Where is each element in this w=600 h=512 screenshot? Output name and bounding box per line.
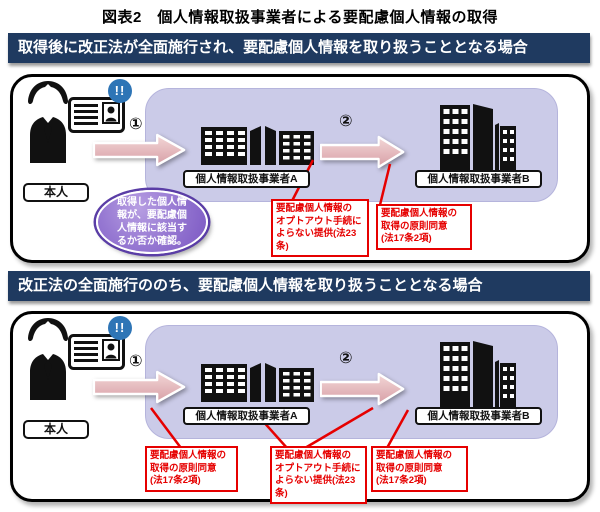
leader-line [150, 407, 182, 449]
alert-badge: !! [108, 316, 132, 340]
legal-note-optout: 要配慮個人情報の オプトアウト手続に よらない提供(法23 条) [270, 446, 367, 505]
transfer-arrow-2-icon [320, 372, 405, 406]
id-card-icon [68, 97, 125, 133]
transfer-arrow-1-icon [93, 133, 186, 167]
step-1-marker: ① [129, 353, 143, 370]
buildings-a-icon [201, 363, 314, 402]
buildings-b-icon [440, 341, 516, 409]
step-2-marker: ② [339, 350, 353, 367]
person-icon [28, 81, 68, 163]
alert-badge: !! [108, 79, 132, 103]
diagram-panel-1: !! ① ② 個人情報取扱事業者A 個人情報取扱事業者B 本人 取得した個人情 … [10, 74, 590, 263]
section-header-2: 改正法の全面施行ののち、要配慮個人情報を取り扱うこととなる場合 [8, 271, 590, 301]
transfer-arrow-2-icon [320, 135, 405, 169]
legal-note-optout: 要配慮個人情報の オプトアウト手続に よらない提供(法23 条) [271, 199, 369, 258]
operator-a-label: 個人情報取扱事業者A [183, 407, 310, 425]
operator-a-label: 個人情報取扱事業者A [183, 170, 310, 188]
check-bubble: 取得した個人情 報が、要配慮個 人情報に該当す るか否か確認。 [96, 190, 208, 254]
buildings-a-icon [201, 126, 314, 165]
diagram-panel-2: !! ① ② 個人情報取扱事業者A 個人情報取扱事業者B 本人 要配慮個人情報の… [10, 311, 590, 505]
id-card-icon [68, 334, 125, 370]
operator-b-label: 個人情報取扱事業者B [415, 170, 542, 188]
operator-b-label: 個人情報取扱事業者B [415, 407, 542, 425]
person-icon [28, 318, 68, 400]
transfer-arrow-1-icon [93, 370, 186, 404]
step-2-marker: ② [339, 113, 353, 130]
leader-line [378, 163, 392, 206]
buildings-b-icon [440, 104, 516, 172]
section-header-1: 取得後に改正法が全面施行され、要配慮個人情報を取り扱うこととなる場合 [8, 33, 590, 63]
leader-line [385, 409, 410, 449]
figure-title: 図表2 個人情報取扱事業者による要配慮個人情報の取得 [102, 9, 498, 26]
person-label: 本人 [23, 420, 89, 439]
leader-line [304, 406, 374, 450]
person-label: 本人 [23, 183, 89, 202]
legal-note-consent: 要配慮個人情報の 取得の原則同意 (法17条2項) [371, 446, 468, 492]
legal-note-consent: 要配慮個人情報の 取得の原則同意 (法17条2項) [376, 204, 472, 250]
legal-note-consent: 要配慮個人情報の 取得の原則同意 (法17条2項) [145, 446, 238, 492]
step-1-marker: ① [129, 116, 143, 133]
